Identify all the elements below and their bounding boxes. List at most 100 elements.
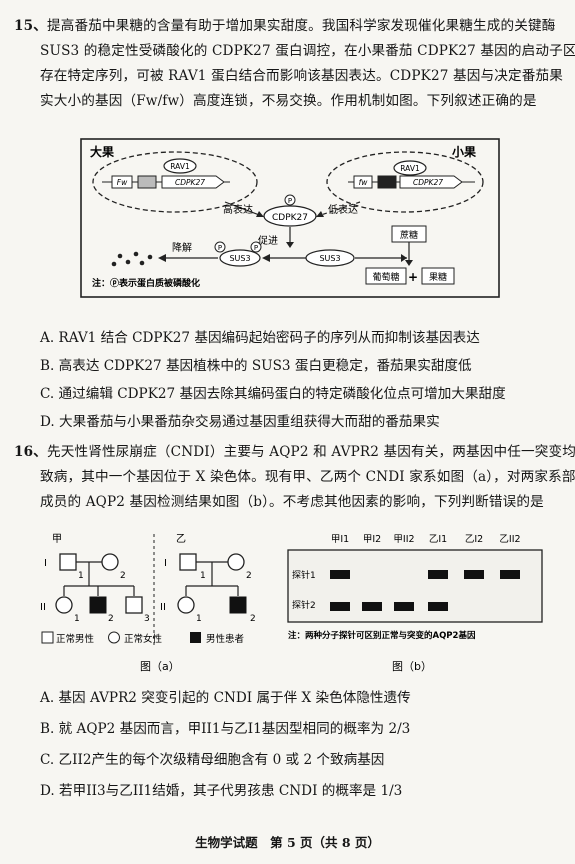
svg-text:P: P [218, 244, 222, 252]
svg-text:RAV1: RAV1 [400, 164, 420, 173]
caption-fig-b: 图（b） [392, 660, 432, 673]
gene-fw-small [353, 175, 373, 189]
phospho-mark-top [284, 194, 296, 206]
q15-option-a: A. RAV1 结合 CDPK27 基因编码起始密码子的序列从而抑制该基因表达 [40, 330, 480, 346]
svg-text:Fw: Fw [117, 178, 128, 187]
svg-text:果糖: 果糖 [429, 271, 447, 283]
figure-frame [80, 138, 500, 298]
probe-column-headers: 甲I1 甲I2 甲II2 乙I1 乙I2 乙II2 [331, 534, 521, 545]
svg-text:3: 3 [144, 614, 150, 624]
svg-text:男性患者: 男性患者 [206, 633, 244, 645]
q16-line-3: 成员的 AQP2 基因检测结果如图（b）。不考虑其他因素的影响，下列判断错误的是 [40, 494, 544, 510]
band-probe1-yi-i2 [464, 570, 484, 579]
caption-fig-a: 图（a） [140, 660, 180, 673]
cdpk27-protein [263, 205, 317, 227]
svg-text:2: 2 [246, 571, 252, 581]
svg-text:1: 1 [78, 571, 84, 581]
q16-option-d: D. 若甲II3与乙II1结婚，其子代男孩患 CNDI 的概率是 1/3 [40, 783, 403, 799]
svg-text:1: 1 [196, 614, 202, 624]
svg-text:P: P [254, 244, 258, 252]
probe-bands [330, 570, 520, 611]
q15-option-b: B. 高表达 CDPK27 基因植株中的 SUS3 蛋白更稳定，番茄果实甜度低 [40, 358, 472, 374]
nucleus-small [326, 151, 484, 213]
q15-line-1: 15、提高番茄中果糖的含量有助于增加果实甜度。我国科学家发现催化果糖生成的关键酶 [14, 18, 556, 34]
svg-text:I: I [44, 558, 47, 569]
svg-text:I: I [164, 558, 167, 569]
probe-column-header: 甲I1 [331, 534, 349, 545]
pedigree-legend: 正常男性 正常女性 男性患者 [41, 631, 244, 645]
band-probe2-jia-i1 [330, 602, 350, 611]
q15-option-c: C. 通过编辑 CDPK27 基因去除其编码蛋白的特定磷酸化位点可增加大果甜度 [40, 386, 506, 402]
svg-text:蔗糖: 蔗糖 [400, 229, 418, 241]
band-probe2-jia-i2 [362, 602, 382, 611]
arrow-low-expr [317, 201, 361, 217]
probe-column-header: 乙II2 [499, 534, 520, 545]
q16-line-1: 16、先天性肾性尿崩症（CNDI）主要与 AQP2 和 AVPR2 基因有关，两… [14, 444, 575, 460]
probe-note: 注：两种分子探针可区别正常与突变的AQP2基因 [288, 630, 475, 641]
pedigree-yi: 1 2 1 2 [177, 553, 256, 624]
nucleus-big [92, 151, 258, 213]
arrow-high-expr [224, 201, 263, 217]
svg-text:RAV1: RAV1 [170, 162, 190, 171]
band-probe2-jia-ii2 [394, 602, 414, 611]
probe1-label: 探针1 [292, 569, 316, 581]
svg-text:降解: 降解 [172, 241, 192, 254]
svg-text:CDPK27: CDPK27 [175, 178, 205, 187]
pedigree-figure-a: 甲 乙 I II I II 1 2 1 2 3 [40, 533, 256, 673]
probe-column-header: 乙I1 [429, 534, 447, 545]
sus3-phosphorylated [219, 249, 261, 267]
svg-text:II: II [160, 602, 166, 613]
probe-column-header: 甲I2 [363, 534, 381, 545]
svg-text:fw: fw [359, 178, 369, 187]
band-probe1-yi-i1 [428, 570, 448, 579]
probe-panel-frame [287, 549, 543, 623]
q15-line-2: SUS3 的稳定性受磷酸化的 CDPK27 蛋白调控，在小果番茄 CDPK27 … [40, 43, 575, 59]
svg-text:2: 2 [120, 571, 126, 581]
q15-mechanism-figure: 大果 小果 RAV1 Fw CDPK27 RAV1 fw CDPK27 CDPK… [80, 138, 500, 298]
q16-option-c: C. 乙II2产生的每个次级精母细胞含有 0 或 2 个致病基因 [40, 752, 385, 768]
q16-number: 16、 [14, 444, 47, 460]
band-probe2-yi-i1 [428, 602, 448, 611]
q15-line-4: 实大小的基因（Fw/fw）高度连锁，不易交换。作用机制如图。下列叙述正确的是 [40, 93, 537, 109]
page-footer: 生物学试题 第 5 页（共 8 页） [195, 835, 380, 850]
q15-option-d: D. 大果番茄与小果番茄杂交易通过基因重组获得大而甜的番茄果实 [40, 414, 440, 430]
gene-cdpk27-small [399, 175, 463, 189]
svg-text:1: 1 [74, 614, 80, 624]
svg-text:低表达: 低表达 [328, 203, 358, 216]
glucose-box [365, 267, 407, 285]
pedigree-jia: 1 2 1 2 3 [55, 553, 150, 624]
figure-note: 注：ⓟ表示蛋白质被磷酸化 [92, 277, 200, 289]
gene-cdpk27-big [161, 175, 225, 189]
fructose-box [421, 267, 455, 285]
svg-text:P: P [288, 197, 292, 205]
family-jia-label: 甲 [52, 534, 62, 545]
degraded-fragments [111, 251, 153, 267]
svg-text:CDPK27: CDPK27 [272, 213, 308, 223]
svg-text:SUS3: SUS3 [229, 254, 250, 263]
band-probe1-yi-ii2 [500, 570, 520, 579]
gene-fw-big [111, 175, 133, 189]
promoter-big [137, 175, 157, 189]
q16-line-2: 致病，其中一个基因位于 X 染色体。现有甲、乙两个 CNDI 家系如图（a），对… [40, 469, 575, 485]
probe-column-header: 甲II2 [393, 534, 414, 545]
label-big-fruit: 大果 [90, 144, 114, 159]
label-small-fruit: 小果 [452, 144, 476, 159]
svg-text:高表达: 高表达 [223, 203, 253, 216]
rav1-small [393, 160, 427, 176]
probe-figure-b: 甲I1 甲I2 甲II2 乙I1 乙I2 乙II2 探针1 探针2 注：两种分子探针可区别… [287, 534, 543, 673]
svg-text:正常女性: 正常女性 [124, 633, 163, 645]
svg-text:葡萄糖: 葡萄糖 [372, 271, 399, 283]
q16-option-a: A. 基因 AVPR2 突变引起的 CNDI 属于伴 X 染色体隐性遗传 [40, 690, 411, 706]
probe-column-header: 乙I2 [465, 534, 483, 545]
rav1-big [163, 158, 197, 174]
q15-line-3: 存在特定序列，可被 RAV1 蛋白结合而影响该基因表达。CDPK27 基因与决定… [40, 68, 563, 84]
q15-number: 15、 [14, 18, 47, 34]
svg-text:II: II [40, 602, 46, 613]
band-probe1-jia-i1 [330, 570, 350, 579]
svg-text:促进: 促进 [258, 234, 278, 247]
svg-text:2: 2 [108, 614, 114, 624]
probe2-label: 探针2 [292, 599, 316, 611]
promoter-small [377, 175, 397, 189]
svg-text:SUS3: SUS3 [319, 254, 340, 263]
